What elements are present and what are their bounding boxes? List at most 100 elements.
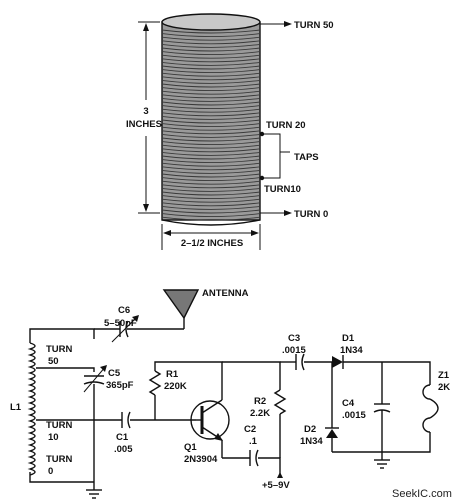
coil-winding xyxy=(161,115,261,120)
c1-value: .005 xyxy=(114,444,133,455)
coil-winding xyxy=(161,166,261,171)
coil-winding xyxy=(161,29,261,34)
height-value: 3 xyxy=(143,106,148,117)
c6-capacitor xyxy=(111,315,184,343)
coil-winding xyxy=(161,83,261,88)
coil-winding xyxy=(161,137,261,142)
coil-winding xyxy=(161,159,261,164)
c4-value: .0015 xyxy=(342,410,366,421)
turn-10-label: TURN10 xyxy=(264,184,301,195)
taps-label: TAPS xyxy=(294,152,319,163)
z1-earphone xyxy=(422,384,439,433)
coil-winding xyxy=(161,43,261,48)
turn-50-label: TURN 50 xyxy=(294,20,334,31)
q1-transistor xyxy=(190,392,230,458)
r2-resistor xyxy=(273,389,287,415)
coil-winding xyxy=(161,141,261,146)
coil-winding xyxy=(161,162,261,167)
antenna-symbol xyxy=(162,289,200,329)
c5-capacitor xyxy=(83,365,107,395)
coil-winding xyxy=(161,195,261,200)
z1-ref: Z1 xyxy=(438,370,450,381)
coil-bottom-edge xyxy=(161,219,261,226)
c5-value: 365pF xyxy=(106,380,134,391)
coil-winding xyxy=(161,76,261,81)
l1-tap-10-line1: TURN xyxy=(46,420,73,431)
height-unit: INCHES xyxy=(126,119,162,130)
coil-winding xyxy=(161,151,261,156)
coil-winding xyxy=(161,51,261,56)
z1-value: 2K xyxy=(438,382,450,393)
r1-value: 220K xyxy=(164,381,187,392)
coil-winding xyxy=(161,54,261,59)
coil-winding xyxy=(161,36,261,41)
d1-value: 1N34 xyxy=(340,345,363,356)
turn-0-label: TURN 0 xyxy=(294,209,328,220)
ground-l1 xyxy=(86,482,102,499)
d2-ref: D2 xyxy=(304,424,316,435)
c6-ref: C6 xyxy=(118,305,130,316)
l1-tap-50-line1: TURN xyxy=(46,344,73,355)
coil-winding xyxy=(161,79,261,84)
coil-winding xyxy=(161,169,261,174)
coil-winding xyxy=(161,177,261,182)
c2-capacitor xyxy=(249,449,259,467)
width-label: 2–1/2 INCHES xyxy=(181,238,243,249)
antenna-label: ANTENNA xyxy=(202,288,249,299)
c4-capacitor xyxy=(373,362,391,452)
coil-winding xyxy=(161,155,261,160)
d1-ref: D1 xyxy=(342,333,355,344)
ground-detector xyxy=(374,452,390,469)
coil-winding xyxy=(161,97,261,102)
coil-winding xyxy=(161,180,261,185)
c5-ref: C5 xyxy=(108,368,121,379)
coil-winding xyxy=(161,198,261,203)
l1-tap-10-line2: 10 xyxy=(48,432,59,443)
r1-ref: R1 xyxy=(166,369,179,380)
c2-ref: C2 xyxy=(244,424,256,435)
coil-winding xyxy=(161,101,261,106)
schematic: L1 TURN 50 TURN 10 TURN 0 C6 5–50pF xyxy=(10,288,450,499)
l1-winding xyxy=(27,342,36,476)
c3-value: .0015 xyxy=(282,345,306,356)
coil-winding xyxy=(161,126,261,131)
c4-ref: C4 xyxy=(342,398,355,409)
q1-value: 2N3904 xyxy=(184,454,218,465)
coil-winding xyxy=(161,216,261,221)
coil-winding xyxy=(161,94,261,99)
l1-tap-50-line2: 50 xyxy=(48,356,59,367)
turn-20-label: TURN 20 xyxy=(266,120,306,131)
d2-diode xyxy=(325,362,339,452)
coil-winding xyxy=(161,173,261,178)
coil-winding xyxy=(161,61,261,66)
coil-winding xyxy=(161,47,261,52)
coil-winding xyxy=(161,58,261,63)
coil-winding xyxy=(161,90,261,95)
coil-winding xyxy=(161,187,261,192)
coil-winding xyxy=(161,33,261,38)
coil-winding xyxy=(161,191,261,196)
coil-winding xyxy=(161,209,261,214)
l1-tap-0-line1: TURN xyxy=(46,454,73,465)
d2-value: 1N34 xyxy=(300,436,323,447)
coil-winding xyxy=(161,119,261,124)
coil-winding xyxy=(161,40,261,45)
coil-winding xyxy=(161,105,261,110)
c1-capacitor xyxy=(121,411,196,429)
l1-inductor xyxy=(27,342,36,476)
coil-winding xyxy=(161,72,261,77)
coil-winding xyxy=(161,112,261,117)
coil-winding xyxy=(161,184,261,189)
l1-label: L1 xyxy=(10,402,22,413)
r2-ref: R2 xyxy=(254,396,266,407)
c1-ref: C1 xyxy=(116,432,129,443)
r1-resistor xyxy=(148,370,162,396)
coil-drawing: TURN 50 TURN 0 TURN 20 TURN10 TAPS 3 INC… xyxy=(126,13,334,250)
coil-winding xyxy=(161,202,261,207)
coil-winding xyxy=(161,130,261,135)
c3-ref: C3 xyxy=(288,333,300,344)
coil-winding xyxy=(161,123,261,128)
d1-diode xyxy=(332,355,382,369)
coil-winding xyxy=(161,108,261,113)
